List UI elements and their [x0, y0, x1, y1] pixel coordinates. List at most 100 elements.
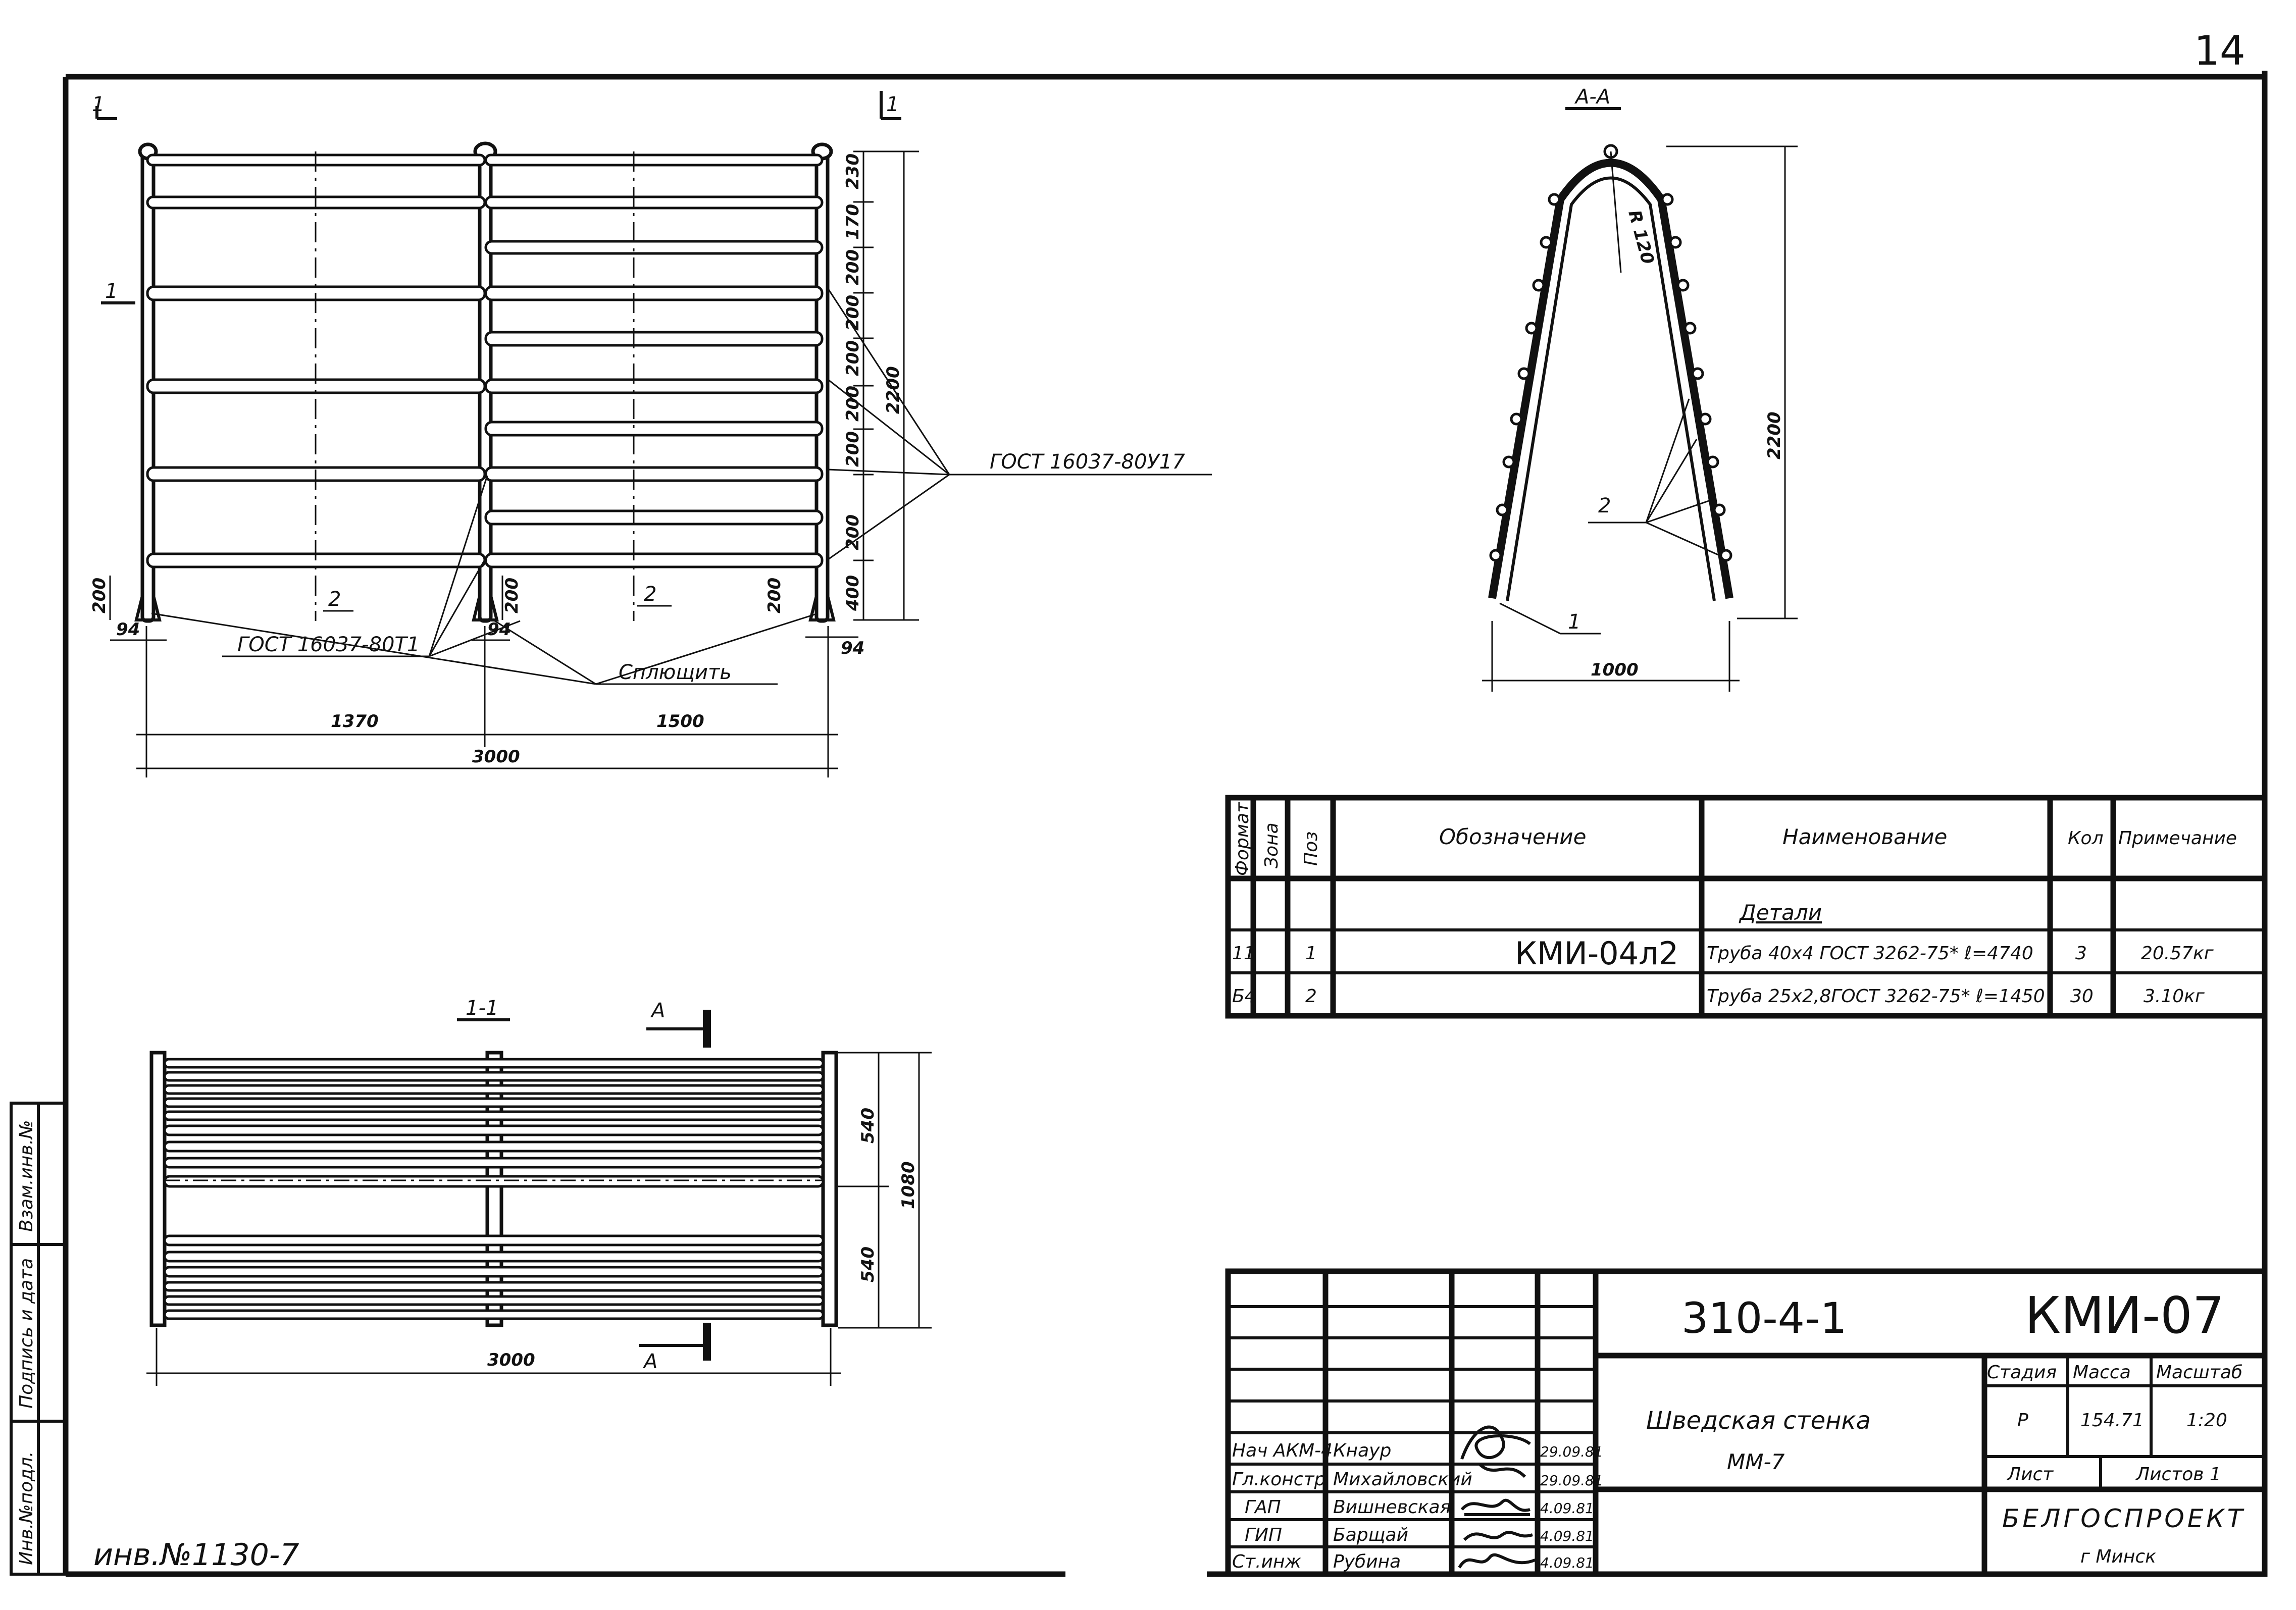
leader-flatten — [151, 612, 819, 685]
aa-holes-right — [1661, 193, 1732, 562]
cut-label-top: А — [650, 999, 665, 1022]
svg-text:ГАП: ГАП — [1245, 1497, 1281, 1518]
row2-note: 3.10кг — [2144, 986, 2205, 1007]
dim-3000-front: 3000 — [472, 747, 520, 767]
right-bay-rungs — [484, 153, 824, 568]
side-strip-signature-date: Подпись и дата — [16, 1258, 37, 1409]
svg-text:Кнаур: Кнаур — [1333, 1440, 1391, 1461]
dim-200-a: 200 — [843, 249, 863, 285]
front-view: 1 1 1 2 2 ГОСТ 16037-80У17 ГОСТ 16037-80… — [89, 91, 1212, 777]
dim-200-f: 200 — [843, 514, 863, 550]
row1-qty: 3 — [2075, 943, 2087, 964]
dim-540-top: 540 — [858, 1108, 878, 1144]
signature-row: Ст.инж Рубина 4.09.81 — [1232, 1551, 1594, 1572]
dim-1080: 1080 — [898, 1161, 919, 1209]
dim-1370: 1370 — [331, 711, 379, 732]
gost-weld-note-lower: ГОСТ 16037-80Т1 — [237, 633, 420, 656]
signature-row: ГИП Барщай 4.09.81 — [1245, 1525, 1594, 1545]
section-mark-left: 1 — [92, 93, 105, 116]
row2-qty: 30 — [2070, 986, 2094, 1007]
svg-text:4.09.81: 4.09.81 — [1540, 1554, 1594, 1571]
leader-gost-lower — [222, 475, 521, 657]
svg-text:Михайловский: Михайловский — [1333, 1469, 1472, 1490]
dim-total-height: 2200 — [883, 366, 903, 414]
stage-value: Р — [2017, 1410, 2028, 1431]
position-2-left: 2 — [328, 588, 341, 611]
dim-200-d: 200 — [843, 386, 863, 422]
title-name-line2: ММ-7 — [1727, 1449, 1785, 1474]
svg-text:ГИП: ГИП — [1245, 1525, 1282, 1545]
dim-170: 170 — [843, 204, 863, 240]
svg-text:Ст.инж: Ст.инж — [1232, 1551, 1301, 1572]
sheet-label: Лист — [2006, 1464, 2054, 1485]
scale-label: Масштаб — [2156, 1362, 2242, 1383]
side-strip-original-inv: Инв.№подл. — [16, 1451, 37, 1565]
section-mark-right: 1 — [886, 93, 899, 116]
dim-200-left-foot: 200 — [89, 578, 110, 613]
row1-designation: КМИ-04л2 — [1515, 935, 1678, 972]
dim-200-mid-foot: 200 — [502, 578, 522, 613]
col-name: Наименование — [1782, 824, 1947, 849]
handwritten-signatures — [1458, 1425, 1536, 1569]
col-format: Формат — [1232, 802, 1253, 876]
col-zone: Зона — [1261, 822, 1282, 868]
side-strip: Взам.инв.№ Подпись и дата Инв.№подл. — [10, 1102, 67, 1576]
title-block: 310-4-1 КМИ-07 Шведская стенка ММ-7 Стад… — [1225, 1268, 2268, 1577]
signature-row: Гл.констр Михайловский 29.09.81 — [1232, 1469, 1603, 1490]
section-aa: А-А R 120 — [1482, 85, 1798, 692]
table-row: Б4 2 Труба 25х2,8ГОСТ 3262-75* ℓ=1450 30… — [1232, 986, 2205, 1007]
sheets-label: Листов 1 — [2135, 1464, 2221, 1485]
col-note: Примечание — [2118, 828, 2237, 849]
signature-row: ГАП Вишневская 4.09.81 — [1245, 1497, 1594, 1518]
leader-gost-upper — [827, 288, 1212, 560]
scale-value: 1:20 — [2186, 1410, 2227, 1431]
row1-format: 11 — [1232, 943, 1255, 964]
table-row: 11 1 КМИ-04л2 Труба 40х4 ГОСТ 3262-75* ℓ… — [1232, 935, 2214, 972]
dim-200-c: 200 — [843, 340, 863, 376]
dim-94-mid: 94 — [487, 619, 511, 640]
dim-230: 230 — [843, 153, 863, 189]
side-strip-replace-inv: Взам.инв.№ — [16, 1120, 37, 1232]
title-drawing-code: КМИ-07 — [2025, 1286, 2224, 1345]
svg-text:4.09.81: 4.09.81 — [1540, 1528, 1594, 1544]
title-name-line1: Шведская стенка — [1646, 1407, 1871, 1435]
svg-text:4.09.81: 4.09.81 — [1540, 1500, 1594, 1517]
aa-position-1: 1 — [1568, 610, 1580, 634]
sheet-number-corner: 14 — [2194, 27, 2246, 74]
spec-table: Формат Зона Поз Обозначение Наименование… — [1225, 795, 2268, 1019]
section-11-title: 1-1 — [466, 997, 498, 1020]
aa-holes-left — [1489, 193, 1561, 562]
stage-label: Стадия — [1987, 1362, 2057, 1383]
dim-1500: 1500 — [656, 711, 704, 732]
col-pos: Поз — [1301, 832, 1321, 866]
col-qty: Кол — [2068, 828, 2104, 849]
dim-200-b: 200 — [843, 295, 863, 331]
row1-name: Труба 40х4 ГОСТ 3262-75* ℓ=4740 — [1707, 943, 2033, 964]
dim-540-bottom: 540 — [858, 1247, 878, 1282]
signature-row: Нач АКМ-4 Кнаур 29.09.81 — [1232, 1440, 1603, 1461]
title-project-number: 310-4-1 — [1681, 1293, 1847, 1343]
dim-94-left: 94 — [116, 619, 140, 640]
position-2-right: 2 — [644, 583, 656, 606]
svg-text:Рубина: Рубина — [1333, 1551, 1401, 1572]
cut-label-bottom: А — [642, 1350, 657, 1373]
row2-format: Б4 — [1232, 986, 1256, 1007]
dim-horizontal-front — [136, 626, 838, 777]
spec-section-title: Детали — [1739, 900, 1822, 925]
col-designation: Обозначение — [1439, 824, 1586, 849]
aa-position-2: 2 — [1598, 494, 1611, 517]
mass-label: Масса — [2073, 1362, 2131, 1383]
aa-frame-outer — [1488, 159, 1733, 599]
svg-text:Нач АКМ-4: Нач АКМ-4 — [1232, 1440, 1333, 1461]
gost-weld-note-upper: ГОСТ 16037-80У17 — [990, 450, 1185, 474]
inventory-number: инв.№1130-7 — [93, 1537, 299, 1573]
section-aa-title: А-А — [1574, 85, 1610, 109]
svg-text:29.09.81: 29.09.81 — [1540, 1443, 1603, 1460]
svg-text:Барщай: Барщай — [1333, 1525, 1408, 1545]
row1-pos: 1 — [1305, 943, 1317, 964]
organization-city: г Минск — [2080, 1546, 2156, 1567]
dim-94-right: 94 — [841, 638, 864, 658]
dim-3000-section: 3000 — [487, 1350, 535, 1370]
svg-text:Вишневская: Вишневская — [1333, 1497, 1451, 1518]
